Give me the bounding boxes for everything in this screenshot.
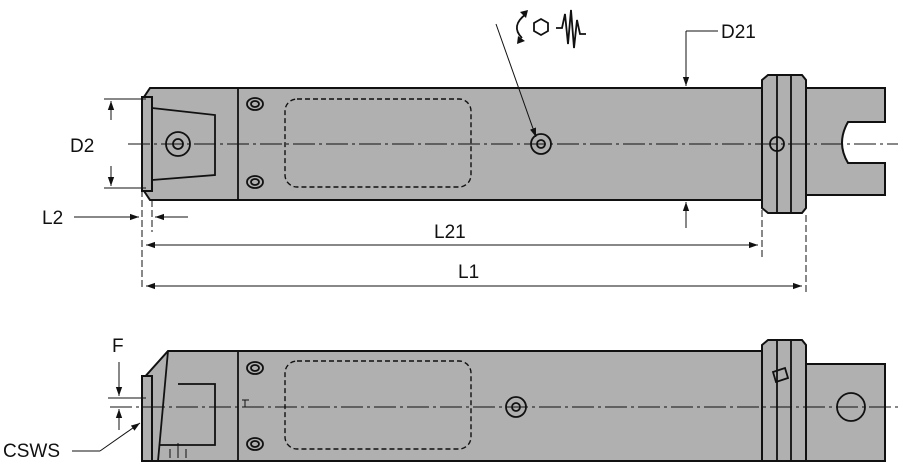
side-view-screw-icon <box>246 437 264 451</box>
label-csws: CSWS <box>3 441 60 462</box>
top-view-tang <box>805 87 886 196</box>
side-view-body <box>141 350 763 462</box>
side-view-tang <box>805 363 886 462</box>
vibration-wave-icon <box>556 9 586 49</box>
label-l2: L2 <box>42 208 63 229</box>
hex-socket-rotate-icon <box>516 10 549 44</box>
label-l21: L21 <box>434 222 466 243</box>
top-view-screw-icon <box>246 175 264 189</box>
side-view-screw-icon <box>246 361 264 375</box>
label-d2: D2 <box>70 136 94 157</box>
top-view <box>128 74 898 214</box>
top-view-pocket <box>284 98 472 188</box>
side-view-flange <box>761 339 807 462</box>
side-view <box>110 339 898 462</box>
label-l1: L1 <box>458 262 479 283</box>
side-view-flange-pin <box>771 366 790 384</box>
top-view-screw-icon <box>246 97 264 111</box>
label-d21: D21 <box>721 22 756 43</box>
label-f: F <box>112 336 124 357</box>
side-view-insert <box>141 375 153 462</box>
side-view-pocket <box>284 360 472 450</box>
